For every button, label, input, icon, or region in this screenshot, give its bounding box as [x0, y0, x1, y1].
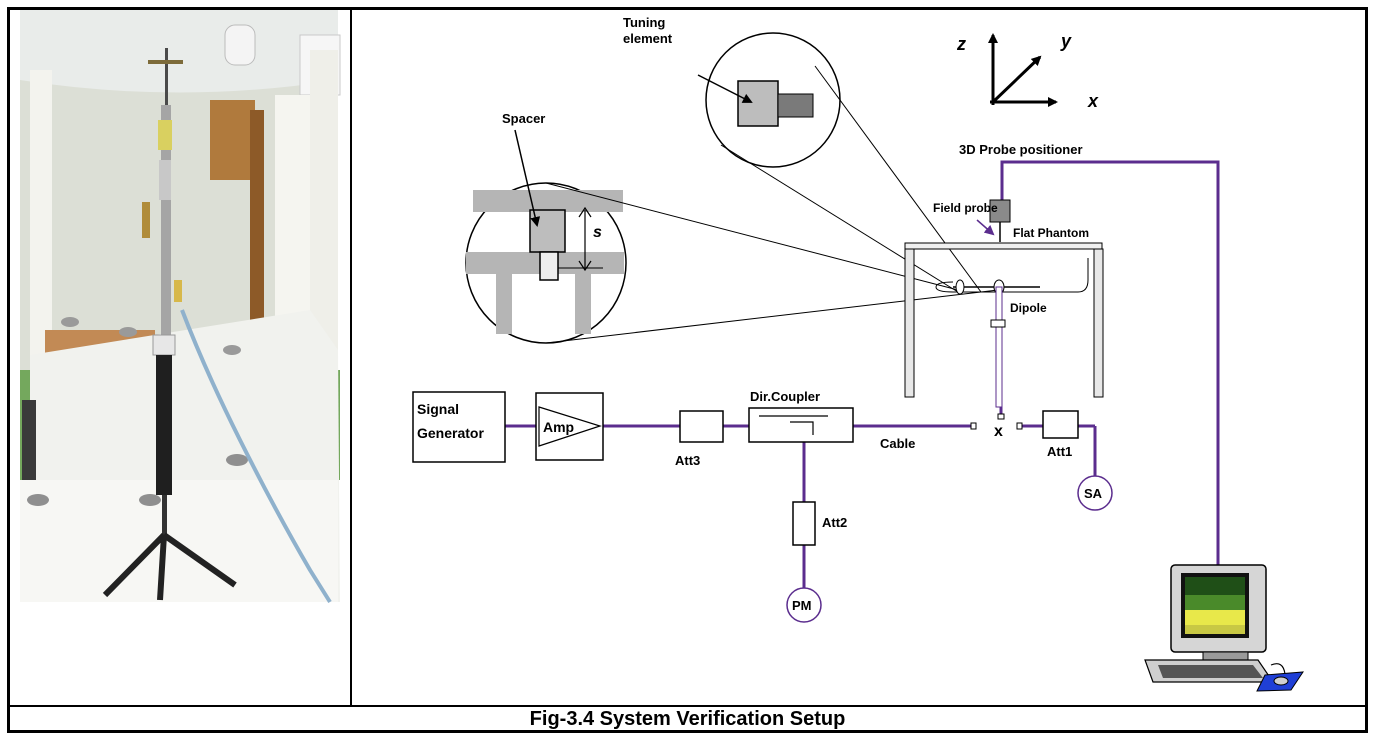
- axes-icon: [988, 33, 1058, 107]
- dipole-photo: [10, 10, 350, 705]
- amplifier-triangle: [538, 406, 602, 447]
- computer-icon: [1144, 564, 1304, 692]
- att1-label: Att1: [1047, 444, 1072, 459]
- figure-caption: Fig-3.4 System Verification Setup: [529, 708, 846, 730]
- dir-coupler-box: [748, 407, 854, 443]
- probe-positioner-cable: [1000, 160, 1220, 570]
- spacing-s-label: s: [593, 224, 602, 241]
- signal-chain: [505, 407, 1097, 588]
- axis-x-label: x: [1087, 91, 1099, 111]
- spectrum-analyzer: [1077, 475, 1113, 511]
- setup-schematic: z y x Tuning element: [412, 15, 1304, 692]
- power-meter: [786, 587, 822, 623]
- dipole-photo-illustration: [10, 10, 350, 705]
- signal-generator-label-2: Generator: [417, 425, 484, 441]
- verification-setup-diagram: z y x Tuning element: [353, 10, 1365, 705]
- att2-label: Att2: [822, 515, 847, 530]
- att3-box: [679, 410, 724, 443]
- att2-box: [792, 501, 816, 546]
- att3-label: Att3: [675, 453, 700, 468]
- connector-top: [997, 413, 1005, 420]
- amp-label: Amp: [543, 419, 574, 435]
- tuning-element-magnifier: [697, 32, 982, 293]
- dir-coupler-label: Dir.Coupler: [750, 389, 820, 404]
- axis-z-label: z: [956, 34, 966, 54]
- flat-phantom-label: Flat Phantom: [1013, 226, 1089, 240]
- axis-y-label: y: [1060, 31, 1072, 51]
- flat-phantom: [904, 242, 1104, 398]
- signal-generator-box: [412, 391, 506, 463]
- probe-positioner-label: 3D Probe positioner: [959, 142, 1083, 157]
- att1-box: [1042, 410, 1079, 439]
- spacer-label: Spacer: [502, 111, 545, 126]
- pm-label: PM: [792, 598, 812, 613]
- cable-label: Cable: [880, 436, 915, 451]
- connector-left: [970, 422, 977, 430]
- field-probe-label: Field probe: [933, 201, 998, 215]
- connector-right: [1016, 422, 1023, 430]
- junction-x-label: x: [994, 423, 1003, 440]
- spacer-magnifier: [465, 129, 999, 344]
- signal-generator-label: Signal: [417, 401, 459, 417]
- tuning-element-label: Tuning: [623, 15, 665, 30]
- dipole: [953, 279, 1040, 408]
- sa-label: SA: [1084, 486, 1103, 501]
- dipole-label: Dipole: [1010, 301, 1047, 315]
- tuning-element-label-2: element: [623, 31, 673, 46]
